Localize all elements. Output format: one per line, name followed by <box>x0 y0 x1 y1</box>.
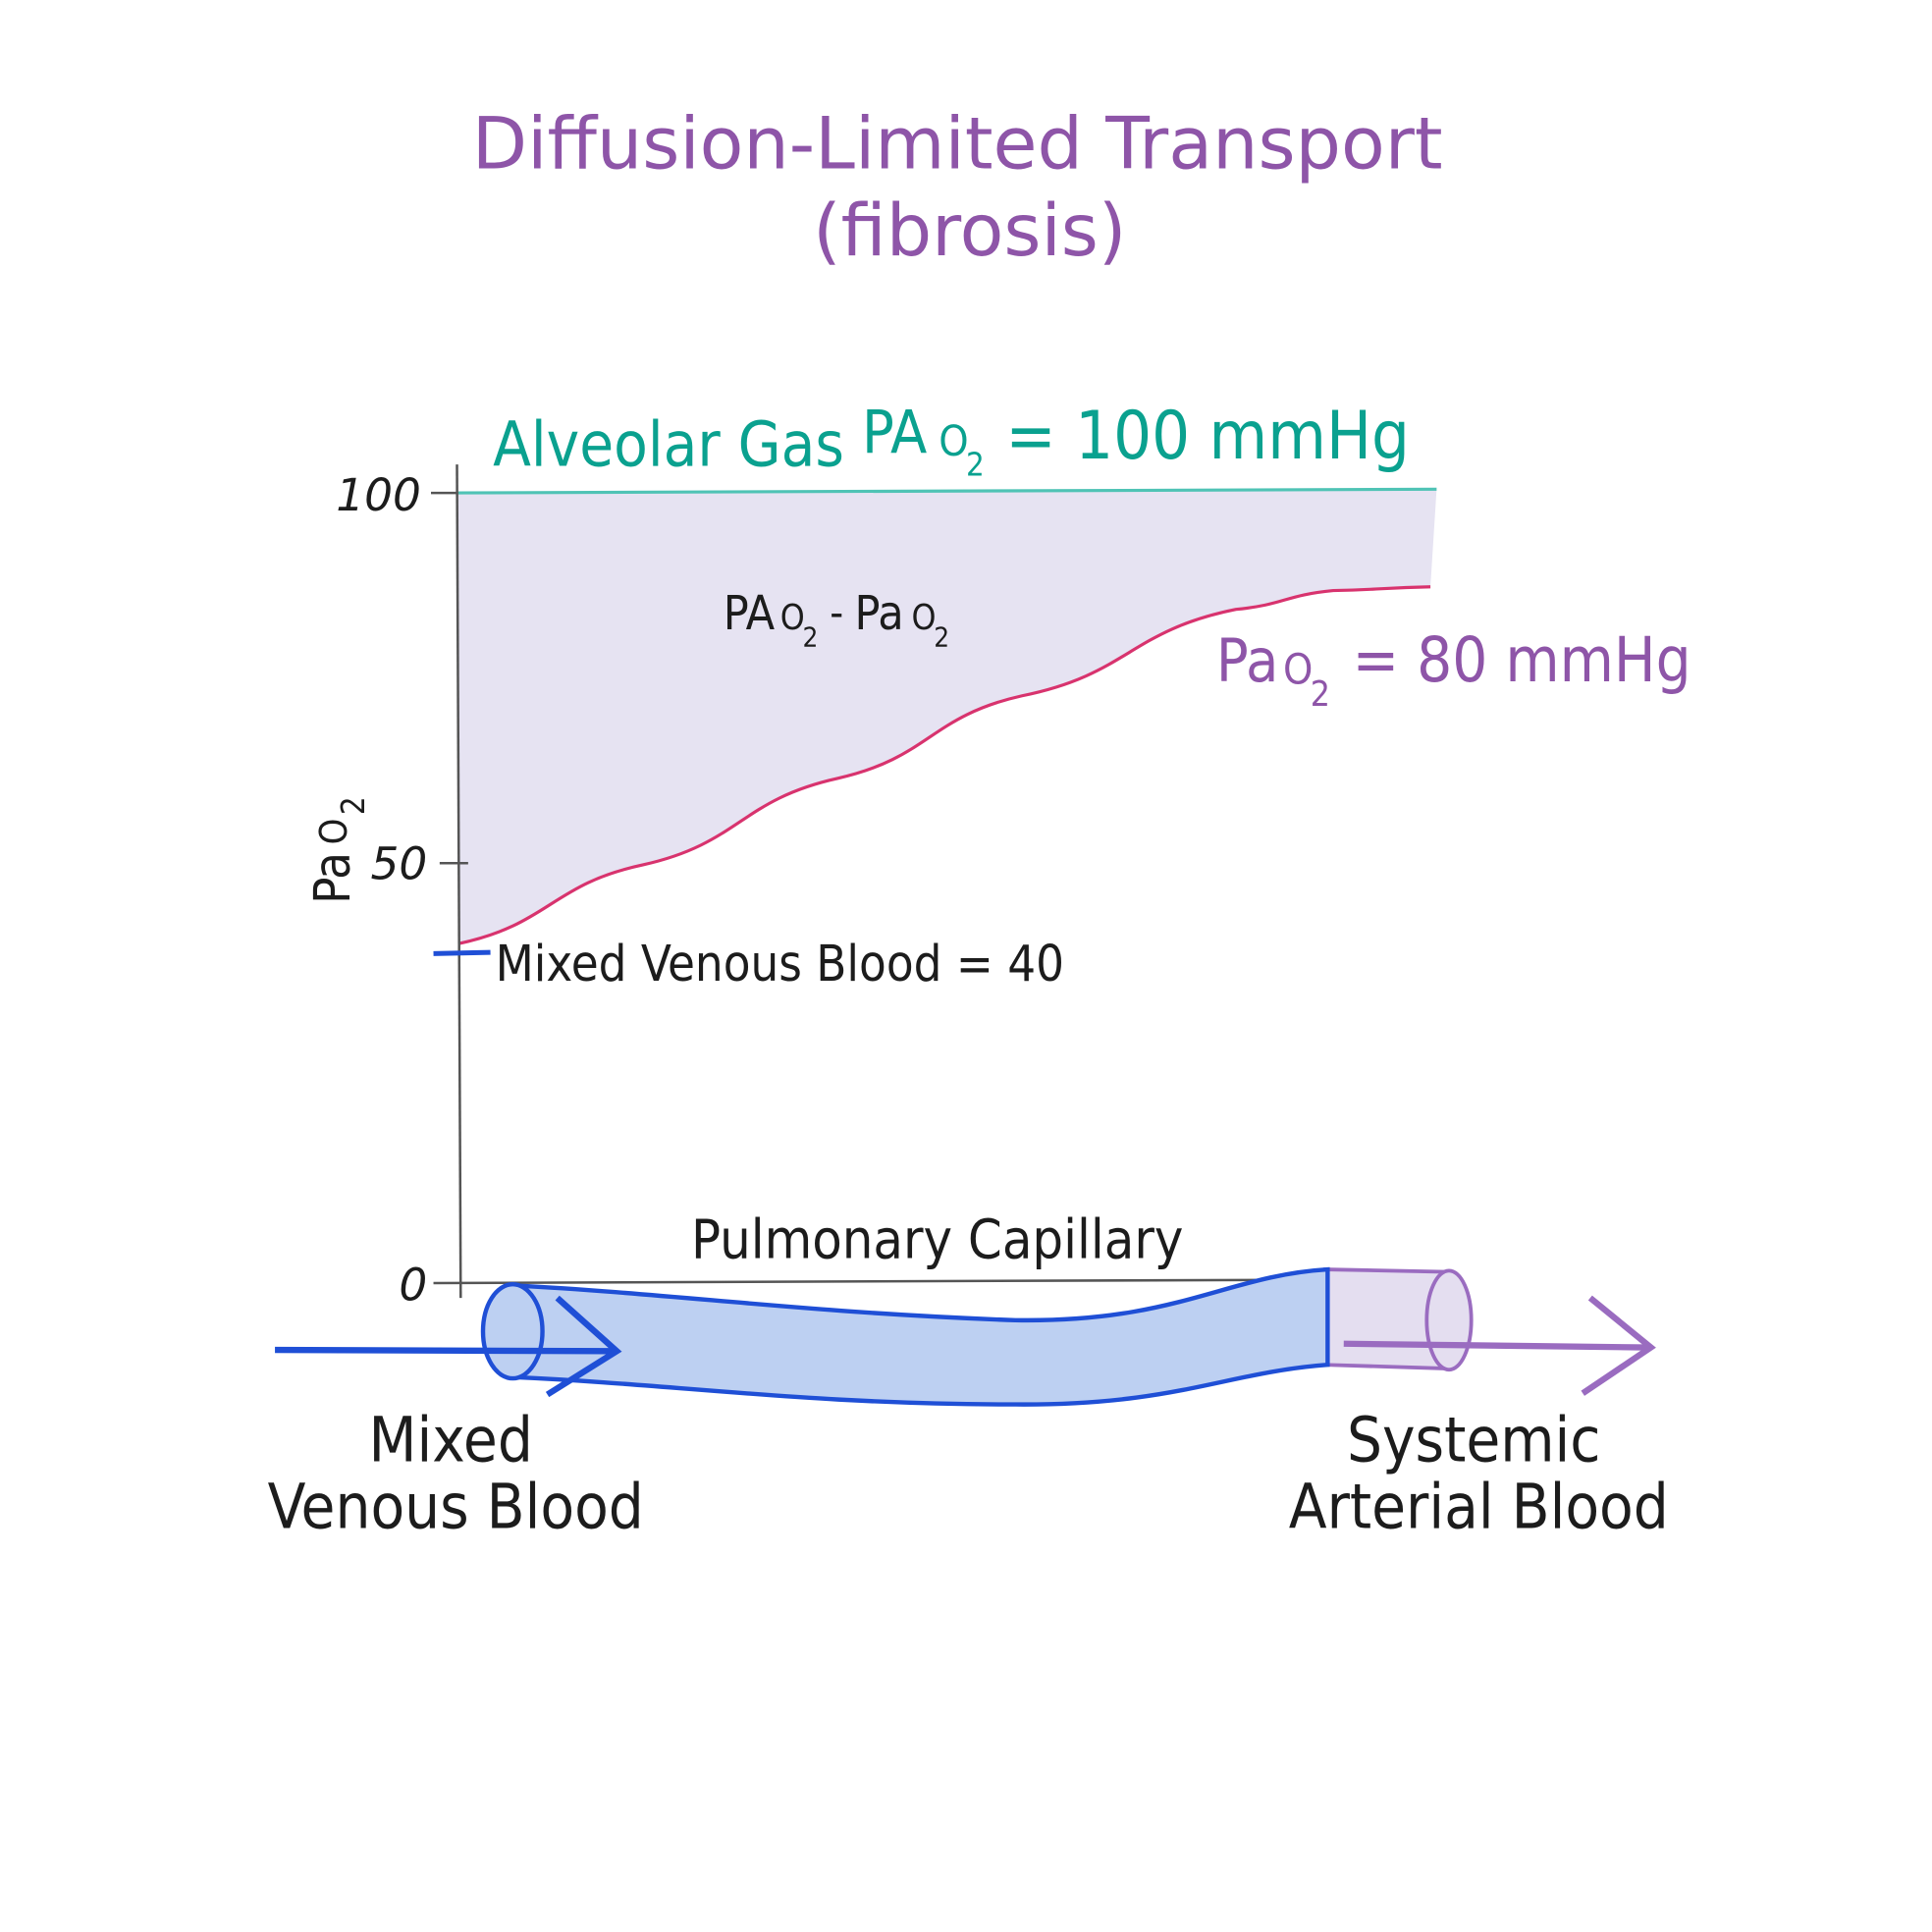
tick-label-0: 0 <box>399 1260 427 1312</box>
arterial-tube-opening <box>1424 1268 1474 1372</box>
mixed-venous-label: Mixed Venous Blood = 40 <box>496 935 1064 993</box>
svg-text:2: 2 <box>802 621 818 654</box>
inflow-arrow <box>275 1295 622 1398</box>
svg-text:2: 2 <box>934 621 949 654</box>
svg-text:Pa: Pa <box>303 852 361 904</box>
mixed-venous-marker <box>433 949 491 956</box>
svg-text:O: O <box>911 598 936 638</box>
gradient-area <box>457 489 1437 944</box>
pao2-alveolar-value: = 100 mmHg <box>1005 398 1410 475</box>
svg-text:O: O <box>312 819 355 845</box>
svg-text:PA: PA <box>724 587 776 641</box>
alveolar-gas-label: Alveolar Gas <box>493 407 844 480</box>
y-axis <box>456 464 462 1299</box>
tick-label-50: 50 <box>370 838 427 890</box>
inflow-label-line1: Mixed <box>369 1404 533 1476</box>
svg-text:O: O <box>780 598 805 638</box>
pao2-arterial-o: O <box>1283 645 1313 694</box>
pao2-arterial-value: = 80 mmHg <box>1353 623 1691 696</box>
arterial-po2-curve <box>457 585 1431 945</box>
tick-label-100: 100 <box>336 469 421 521</box>
svg-text:Pa: Pa <box>854 587 903 641</box>
alveolar-line <box>457 487 1437 495</box>
inflow-label-line2: Venous Blood <box>268 1471 644 1543</box>
svg-text:-: - <box>830 588 843 637</box>
pao2-alveolar-symbol: PA <box>862 400 927 468</box>
capillary-tube <box>480 1266 1474 1407</box>
pao2-arterial-sub: 2 <box>1311 674 1330 715</box>
capillary-opening <box>480 1282 545 1381</box>
capillary-body <box>511 1266 1330 1407</box>
gradient-label: PA O 2 - Pa O 2 <box>724 587 949 654</box>
pulmonary-capillary-label: Pulmonary Capillary <box>691 1208 1183 1272</box>
svg-text:2: 2 <box>335 796 372 815</box>
pao2-alveolar-sub: 2 <box>966 446 985 483</box>
title-line1: Diffusion-Limited Transport <box>472 103 1443 187</box>
pao2-alveolar-o: O <box>939 417 968 466</box>
y-axis-label: Pa O 2 <box>303 796 372 904</box>
title-line2: (fibrosis) <box>813 189 1126 273</box>
outflow-label-line1: Systemic <box>1347 1404 1601 1476</box>
pao2-arterial-symbol: Pa <box>1216 627 1279 696</box>
outflow-arrow <box>1343 1295 1656 1396</box>
outflow-label-line2: Arterial Blood <box>1289 1471 1669 1543</box>
